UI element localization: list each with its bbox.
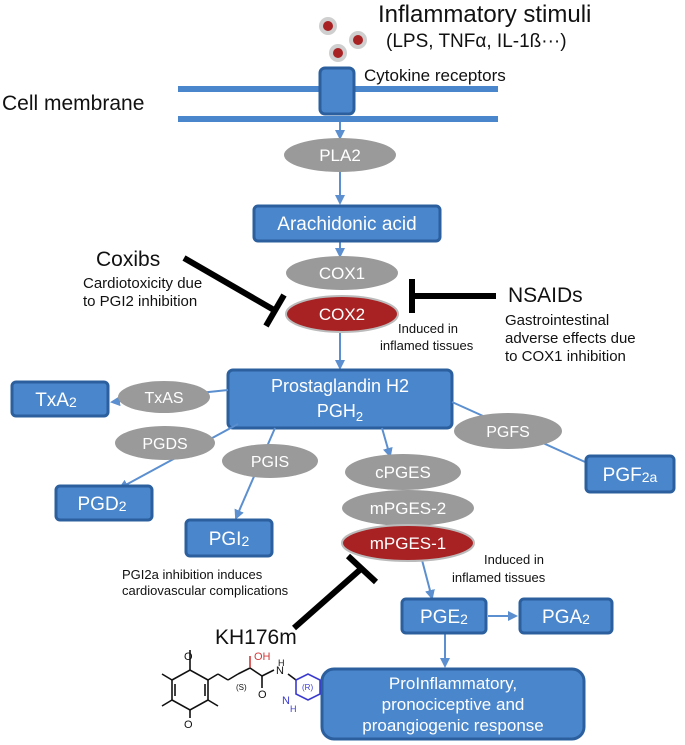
kh176m-molecule-structure: [161, 650, 321, 718]
cpges-label: cPGES: [375, 463, 431, 482]
nsaids-note-2: adverse effects due: [505, 330, 636, 347]
mol-o-bottom: O: [184, 719, 193, 731]
stimuli-subtitle: (LPS, TNFα, IL-1ß···): [386, 31, 567, 52]
pgh2-box: [226, 368, 454, 430]
pgh2-main: PGH: [317, 401, 356, 421]
response-line-1: ProInflammatory,: [389, 674, 517, 693]
stimulus-particles: [319, 17, 367, 62]
arrow-pgh2-cpges: [381, 427, 393, 458]
pgfs-label: PGFS: [486, 424, 530, 441]
txa2-label: TxA2: [35, 390, 77, 411]
nsaids-note-3: to COX1 inhibition: [505, 348, 626, 365]
mol-h-amide: H: [278, 658, 285, 668]
pgf2a-box: [584, 454, 676, 494]
kh176m-molecule-labels: OH O O O N H N H (S) (R): [184, 651, 313, 731]
enzyme-mpges2: [342, 490, 474, 526]
enzyme-cox2: [285, 295, 399, 333]
kh176m-label: KH176m: [215, 626, 297, 649]
pgi2-box: [184, 518, 274, 558]
enzyme-mpges1: [341, 524, 475, 562]
pgf2a-sub: 2a: [642, 469, 658, 485]
pge2-sub: 2: [460, 611, 468, 627]
pgi2-main: PGI: [209, 529, 242, 550]
pge2-box: [400, 597, 488, 635]
pge2-label: PGE2: [420, 607, 468, 628]
cox2-label: COX2: [319, 305, 365, 324]
arrow-mpges1-pge2: [421, 559, 435, 600]
enzyme-cox1: [286, 256, 398, 290]
mol-hh-ring: H: [290, 704, 297, 714]
txa2-main: TxA: [35, 390, 69, 411]
pla2-label: PLA2: [319, 146, 361, 165]
mpges1-label: mPGES-1: [370, 534, 447, 553]
enzyme-txas: [118, 381, 210, 413]
arachidonic-acid-box: [252, 204, 442, 243]
pga2-main: PGA: [542, 607, 582, 628]
response-line-2: pronociceptive and: [382, 695, 525, 714]
kh176m-inhibitor-line: [292, 553, 379, 631]
pgh2-label-1: Prostaglandin H2: [271, 376, 409, 396]
pgi2-note-2: cardiovascular complications: [122, 583, 289, 598]
pgd2-label: PGD2: [78, 494, 127, 515]
pgds-label: PGDS: [142, 436, 187, 453]
coxibs-title: Coxibs: [96, 248, 160, 271]
pga2-label: PGA2: [542, 607, 590, 628]
pge2-main: PGE: [420, 607, 460, 628]
mpges1-induced-note-2: inflamed tissues: [452, 570, 546, 585]
nsaids-note-1: Gastrointestinal: [505, 312, 609, 329]
pgd2-main: PGD: [78, 494, 119, 515]
cox2-induced-note-2: inflamed tissues: [380, 338, 474, 353]
pgi2-label: PGI2: [209, 529, 250, 550]
pgh2-sub: 2: [356, 409, 363, 424]
txa2-box: [10, 380, 110, 418]
pga2-sub: 2: [582, 611, 590, 627]
txas-label: TxAS: [144, 390, 183, 407]
txa2-sub: 2: [69, 394, 77, 410]
pgd2-box: [54, 484, 154, 522]
mol-nh-ring: N: [282, 695, 290, 707]
stimuli-title: Inflammatory stimuli: [378, 1, 591, 28]
coxibs-inhibitor-line: [182, 255, 287, 328]
arachidonic-acid-label: Arachidonic acid: [277, 214, 416, 235]
mol-o-amide: O: [258, 689, 267, 701]
cytokine-receptor: [318, 66, 356, 116]
mpges1-induced-note-1: Induced in: [484, 552, 544, 567]
response-box: [320, 667, 586, 741]
pgf2a-label: PGF2a: [603, 465, 658, 486]
mol-o-top: O: [184, 651, 193, 663]
nsaids-inhibitor-line: [409, 279, 496, 313]
pgi2-note-1: PGI2a inhibition induces: [122, 567, 263, 582]
pga2-box: [518, 597, 614, 635]
coxibs-note-1: Cardiotoxicity due: [83, 275, 202, 292]
cox1-label: COX1: [319, 264, 365, 283]
enzyme-pla2: [284, 138, 396, 172]
nsaids-title: NSAIDs: [508, 284, 583, 307]
pgd2-sub: 2: [119, 498, 127, 514]
mol-oh: OH: [254, 651, 271, 663]
membrane-label: Cell membrane: [2, 92, 144, 115]
mol-r-stereo: (R): [302, 683, 313, 692]
pgh2-label-2: PGH2: [317, 401, 363, 424]
coxibs-note-2: to PGI2 inhibition: [83, 293, 197, 310]
enzyme-pgds: [115, 426, 215, 460]
enzyme-pgis: [222, 444, 318, 478]
cox2-induced-note-1: Induced in: [398, 321, 458, 336]
pgi2-sub: 2: [241, 533, 249, 549]
pgis-label: PGIS: [251, 454, 289, 471]
pgf2a-main: PGF: [603, 465, 642, 486]
response-line-3: proangiogenic response: [362, 716, 543, 735]
mpges2-label: mPGES-2: [370, 499, 447, 518]
mol-s-stereo: (S): [236, 683, 247, 692]
enzyme-pgfs: [454, 413, 562, 449]
enzyme-cpges: [345, 454, 461, 490]
mol-n-amide: N: [276, 665, 284, 677]
receptor-label: Cytokine receptors: [364, 66, 506, 85]
membrane-bottom-line: [178, 116, 498, 122]
